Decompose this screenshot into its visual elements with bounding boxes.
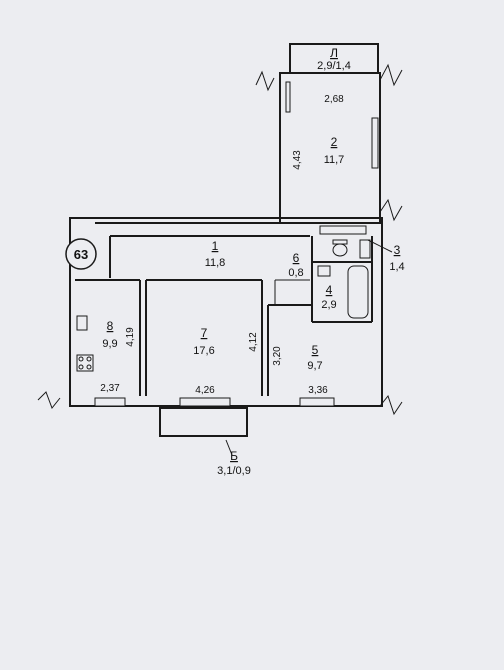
room-1-area: 11,8 — [205, 257, 226, 269]
room-7-area: 17,6 — [193, 345, 214, 357]
washbasin-icon — [317, 265, 331, 277]
kitchen-sink-icon — [76, 315, 88, 331]
dim-r7-width: 4,26 — [195, 385, 215, 396]
leader-lines — [225, 239, 393, 456]
room-2-area: 11,7 — [324, 154, 345, 166]
room-8-area: 9,9 — [102, 338, 117, 350]
building-number: 63 — [74, 247, 88, 262]
room-5-number: 5 — [312, 343, 319, 357]
room-6-number: 6 — [293, 251, 300, 265]
windows — [94, 81, 379, 407]
dim-r2-width: 2,68 — [324, 94, 344, 105]
dim-r5-width: 3,36 — [308, 385, 328, 396]
room-5-area: 9,7 — [307, 360, 322, 372]
dim-r5-length: 3,20 — [272, 346, 283, 366]
room-labels: 1 11,8 2 11,7 3 1,4 4 2,9 5 9,7 6 0,8 7 … — [102, 46, 404, 477]
inner-walls — [75, 235, 373, 396]
kitchen-stove-icon — [76, 354, 94, 372]
room-1-number: 1 — [212, 239, 219, 253]
loggia-label: Л — [330, 46, 338, 60]
room-2-number: 2 — [331, 135, 338, 149]
room-4-number: 4 — [326, 283, 333, 297]
radiator-icon — [319, 225, 371, 259]
room-3-number: 3 — [394, 243, 401, 257]
balcony-area: 3,1/0,9 — [217, 465, 251, 477]
break-marks — [37, 63, 403, 416]
room-4-area: 2,9 — [321, 299, 336, 311]
dim-r7-length: 4,12 — [248, 332, 259, 352]
dim-r8-length: 4,19 — [125, 327, 136, 347]
dim-r2-length: 4,43 — [292, 150, 303, 170]
bathtub-icon — [347, 265, 369, 319]
dimension-labels: 2,68 4,43 4,19 2,37 4,12 4,26 3,20 3,36 — [100, 94, 344, 396]
room-3-area: 1,4 — [389, 261, 404, 273]
balcony-label: Б — [230, 449, 238, 463]
room-7-number: 7 — [201, 326, 208, 340]
toilet-icon — [332, 239, 348, 257]
room-6-area: 0,8 — [288, 267, 303, 279]
building-number-badge: 63 — [65, 238, 97, 270]
dim-r8-width: 2,37 — [100, 383, 120, 394]
room-8-number: 8 — [107, 319, 114, 333]
loggia-area: 2,9/1,4 — [317, 60, 351, 72]
